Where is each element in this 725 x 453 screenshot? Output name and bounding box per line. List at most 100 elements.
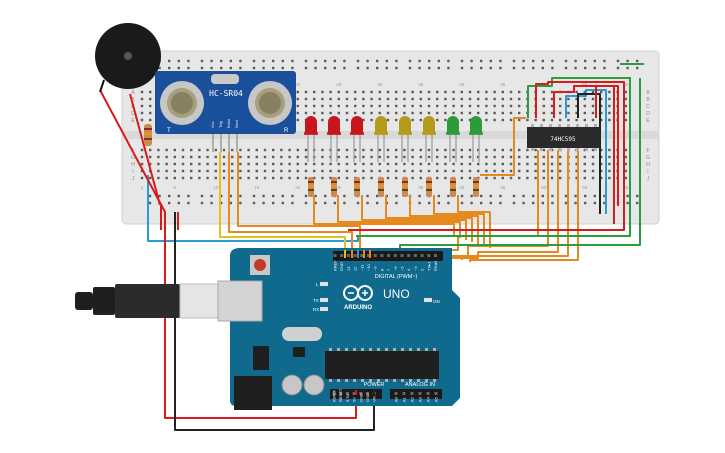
column-number: 55	[582, 82, 588, 87]
breadboard-hole	[140, 148, 144, 152]
breadboard-hole	[411, 118, 414, 122]
breadboard-hole	[157, 162, 160, 166]
rail-hole	[480, 194, 483, 198]
ic-pin	[576, 124, 579, 127]
breadboard-hole	[222, 176, 226, 180]
rail-hole	[252, 66, 256, 70]
column-number: 35	[418, 82, 424, 87]
rail-hole	[541, 59, 544, 63]
breadboard-hole	[542, 176, 545, 180]
ic-pin	[540, 148, 543, 151]
rail-hole	[200, 201, 204, 205]
header-pin	[352, 392, 356, 395]
row-letter: I	[647, 169, 648, 175]
breadboard-hole	[559, 169, 562, 173]
rx-led-label: RX	[313, 307, 319, 312]
rail-hole	[522, 194, 525, 198]
rail-hole	[532, 59, 535, 63]
breadboard-hole	[550, 155, 554, 159]
breadboard-hole	[600, 169, 603, 173]
breadboard-hole	[395, 148, 398, 152]
breadboard-hole	[468, 155, 472, 159]
breadboard-hole	[304, 104, 308, 108]
breadboard-hole	[181, 162, 185, 166]
breadboard-hole	[477, 111, 480, 115]
breadboard-hole	[206, 169, 209, 173]
rail-hole	[177, 201, 180, 205]
breadboard-hole	[542, 169, 545, 173]
header-pin	[340, 254, 344, 257]
breadboard-hole	[247, 155, 250, 159]
ic-pins	[531, 124, 597, 151]
mcu-pins	[329, 348, 436, 382]
breadboard-hole	[296, 97, 299, 101]
breadboard-hole	[550, 118, 554, 122]
rail-hole	[489, 194, 492, 198]
breadboard-hole	[477, 169, 480, 173]
breadboard-hole	[198, 176, 201, 180]
digital-pin-label: ~5	[400, 266, 405, 271]
rail-hole	[626, 59, 629, 63]
rail-hole	[333, 66, 336, 70]
rail-hole	[272, 194, 275, 198]
resistor	[144, 124, 152, 146]
breadboard-hole	[190, 176, 193, 180]
breadboard-hole	[304, 162, 308, 166]
breadboard-hole	[378, 162, 381, 166]
header-pin	[413, 254, 417, 257]
mcu-pin	[433, 348, 436, 351]
rail-hole	[376, 194, 379, 198]
breadboard-hole	[468, 111, 472, 115]
rail-hole	[512, 201, 516, 205]
rail-hole	[512, 194, 516, 198]
breadboard-hole	[485, 176, 488, 180]
breadboard-hole	[370, 148, 373, 152]
breadboard-hole	[255, 155, 258, 159]
rail-hole	[262, 59, 265, 63]
breadboard-hole	[313, 169, 316, 173]
breadboard-hole	[403, 90, 406, 94]
header-pin	[367, 254, 370, 257]
breadboard-hole	[427, 111, 431, 115]
breadboard-hole	[181, 169, 185, 173]
breadboard-hole	[419, 90, 422, 94]
breadboard-hole	[591, 90, 595, 94]
rail-hole	[522, 59, 525, 63]
rail-hole	[418, 194, 421, 198]
breadboard-hole	[501, 90, 504, 94]
rail-hole	[200, 194, 204, 198]
rail-hole	[603, 201, 606, 205]
breadboard-hole	[296, 118, 299, 122]
rail-hole	[541, 66, 544, 70]
rail-hole	[187, 66, 190, 70]
rail-hole	[532, 201, 535, 205]
ic-pin	[558, 148, 561, 151]
breadboard-hole	[468, 162, 472, 166]
header-pin	[426, 392, 430, 395]
rail-hole	[281, 194, 284, 198]
breadboard-hole	[313, 176, 316, 180]
breadboard-hole	[411, 162, 414, 166]
breadboard-hole	[411, 90, 414, 94]
rail-hole	[418, 201, 421, 205]
breadboard-hole	[386, 104, 390, 108]
breadboard-hole	[411, 148, 414, 152]
arduino-model: UNO	[383, 287, 410, 301]
breadboard-hole	[198, 148, 201, 152]
breadboard-hole	[206, 162, 209, 166]
breadboard-hole	[518, 169, 521, 173]
breadboard-hole	[624, 162, 627, 166]
analog-pin-label: A0	[394, 396, 399, 402]
mcu-pin	[353, 348, 356, 351]
breadboard-hole	[427, 155, 431, 159]
breadboard-hole	[427, 97, 431, 101]
rail-hole	[574, 59, 577, 63]
breadboard-hole	[468, 176, 472, 180]
breadboard-hole	[444, 90, 447, 94]
breadboard-hole	[559, 118, 562, 122]
breadboard-hole	[247, 162, 250, 166]
rail-hole	[158, 66, 161, 70]
row-letter: D	[131, 111, 135, 117]
breadboard-hole	[583, 118, 586, 122]
